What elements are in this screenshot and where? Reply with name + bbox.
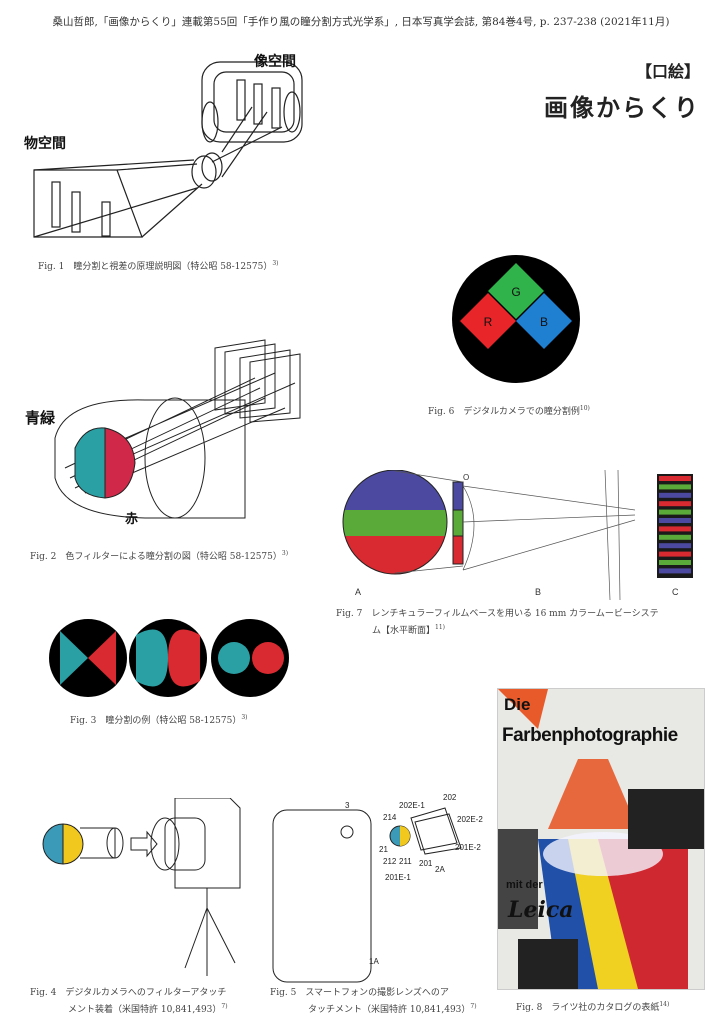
fig7-film-band: [659, 501, 691, 507]
fig4-caption: Fig. 4 デジタルカメラへのフィルターアタッチメント装着（米国特許 10,8…: [30, 988, 228, 1015]
fig7-b-label: B: [535, 587, 541, 597]
fig2-red-label: 赤: [125, 511, 138, 526]
fig5-label-201E2: 201E-2: [455, 843, 481, 852]
poster-die: Die: [504, 695, 531, 714]
fig7-film-band: [659, 560, 691, 565]
fig5-label-202E1: 202E-1: [399, 801, 425, 810]
fig7-caption: Fig. 7 レンチキュラーフィルムベースを用いる 16 mm カラームービーシ…: [336, 609, 659, 636]
fig6-r-label: R: [484, 315, 493, 329]
page-title: 画像からくり: [544, 93, 700, 122]
fig5-label-212: 212: [383, 857, 397, 866]
poster-leica: Leica: [508, 897, 574, 923]
fig2-bluegreen-label: 青緑: [25, 409, 56, 427]
poster-title: Farbenphotographie: [502, 725, 678, 746]
fig1-caption: Fig. 1 瞳分割と視差の原理説明図（特公昭 58-12575）3): [38, 260, 279, 272]
section-label: 【口絵】: [635, 62, 700, 81]
fig7-a-label: A: [355, 587, 361, 597]
fig1-image-space-label: 像空間: [254, 53, 296, 69]
fig4-illustration: [42, 798, 241, 976]
fig7-c-label: C: [672, 587, 679, 597]
fig6-g-label: G: [511, 285, 520, 299]
fig7-film-band: [659, 476, 691, 481]
fig7-film-band: [659, 492, 691, 498]
fig5-label-202E2: 202E-2: [457, 815, 483, 824]
fig6-b-label: B: [540, 315, 548, 329]
fig7-film-band: [659, 568, 691, 574]
fig1-illustration: 像空間 物空間: [24, 53, 303, 238]
fig1-object-space-label: 物空間: [24, 135, 66, 151]
fig3-caption: Fig. 3 瞳分割の例（特公昭 58-12575）3): [70, 714, 248, 726]
fig7-film-band: [659, 518, 691, 523]
fig5-label-201E1: 201E-1: [385, 873, 411, 882]
fig2-caption: Fig. 2 色フィルターによる瞳分割の図（特公昭 58-12575）3): [30, 550, 289, 562]
fig5-label-21: 21: [379, 845, 388, 854]
fig7-illustration: O A B C: [342, 470, 693, 600]
fig7-film-band: [659, 534, 691, 540]
fig3-illustration: [49, 619, 289, 697]
fig5-label-202: 202: [443, 793, 457, 802]
fig8-poster: Die Farbenphotographie mit der Leica: [497, 688, 705, 990]
fig8-caption: Fig. 8 ライツ社のカタログの表紙14): [516, 1001, 670, 1013]
fig7-film-band: [659, 509, 691, 515]
fig5-label-1A: 1A: [369, 957, 379, 966]
fig5-label-201: 201: [419, 859, 433, 868]
fig5-label-211: 211: [399, 857, 412, 866]
running-header: 桑山哲郎,「画像からくり」連載第55回「手作り風の瞳分割方式光学系」, 日本写真…: [52, 16, 670, 28]
fig5-caption: Fig. 5 スマートフォンの撮影レンズへのアタッチメント（米国特許 10,84…: [270, 988, 477, 1015]
fig2-illustration: 青緑 赤: [25, 339, 301, 526]
fig5-label-3: 3: [345, 801, 350, 810]
fig7-film-band: [659, 551, 691, 557]
fig6-illustration: G R B: [452, 255, 580, 383]
fig7-film-band: [659, 484, 691, 490]
fig7-film-band: [659, 526, 691, 532]
fig6-caption: Fig. 6 デジタルカメラでの瞳分割例10): [428, 405, 590, 417]
fig5-illustration: 3 202 202E-1 202E-2 214 21 212 211 201 2…: [272, 793, 483, 983]
fig7-o-label: O: [463, 473, 469, 482]
poster-mit-der: mit der: [506, 879, 543, 891]
fig5-label-214: 214: [383, 813, 397, 822]
fig7-film-band: [659, 543, 691, 549]
fig5-label-2A: 2A: [435, 865, 445, 874]
